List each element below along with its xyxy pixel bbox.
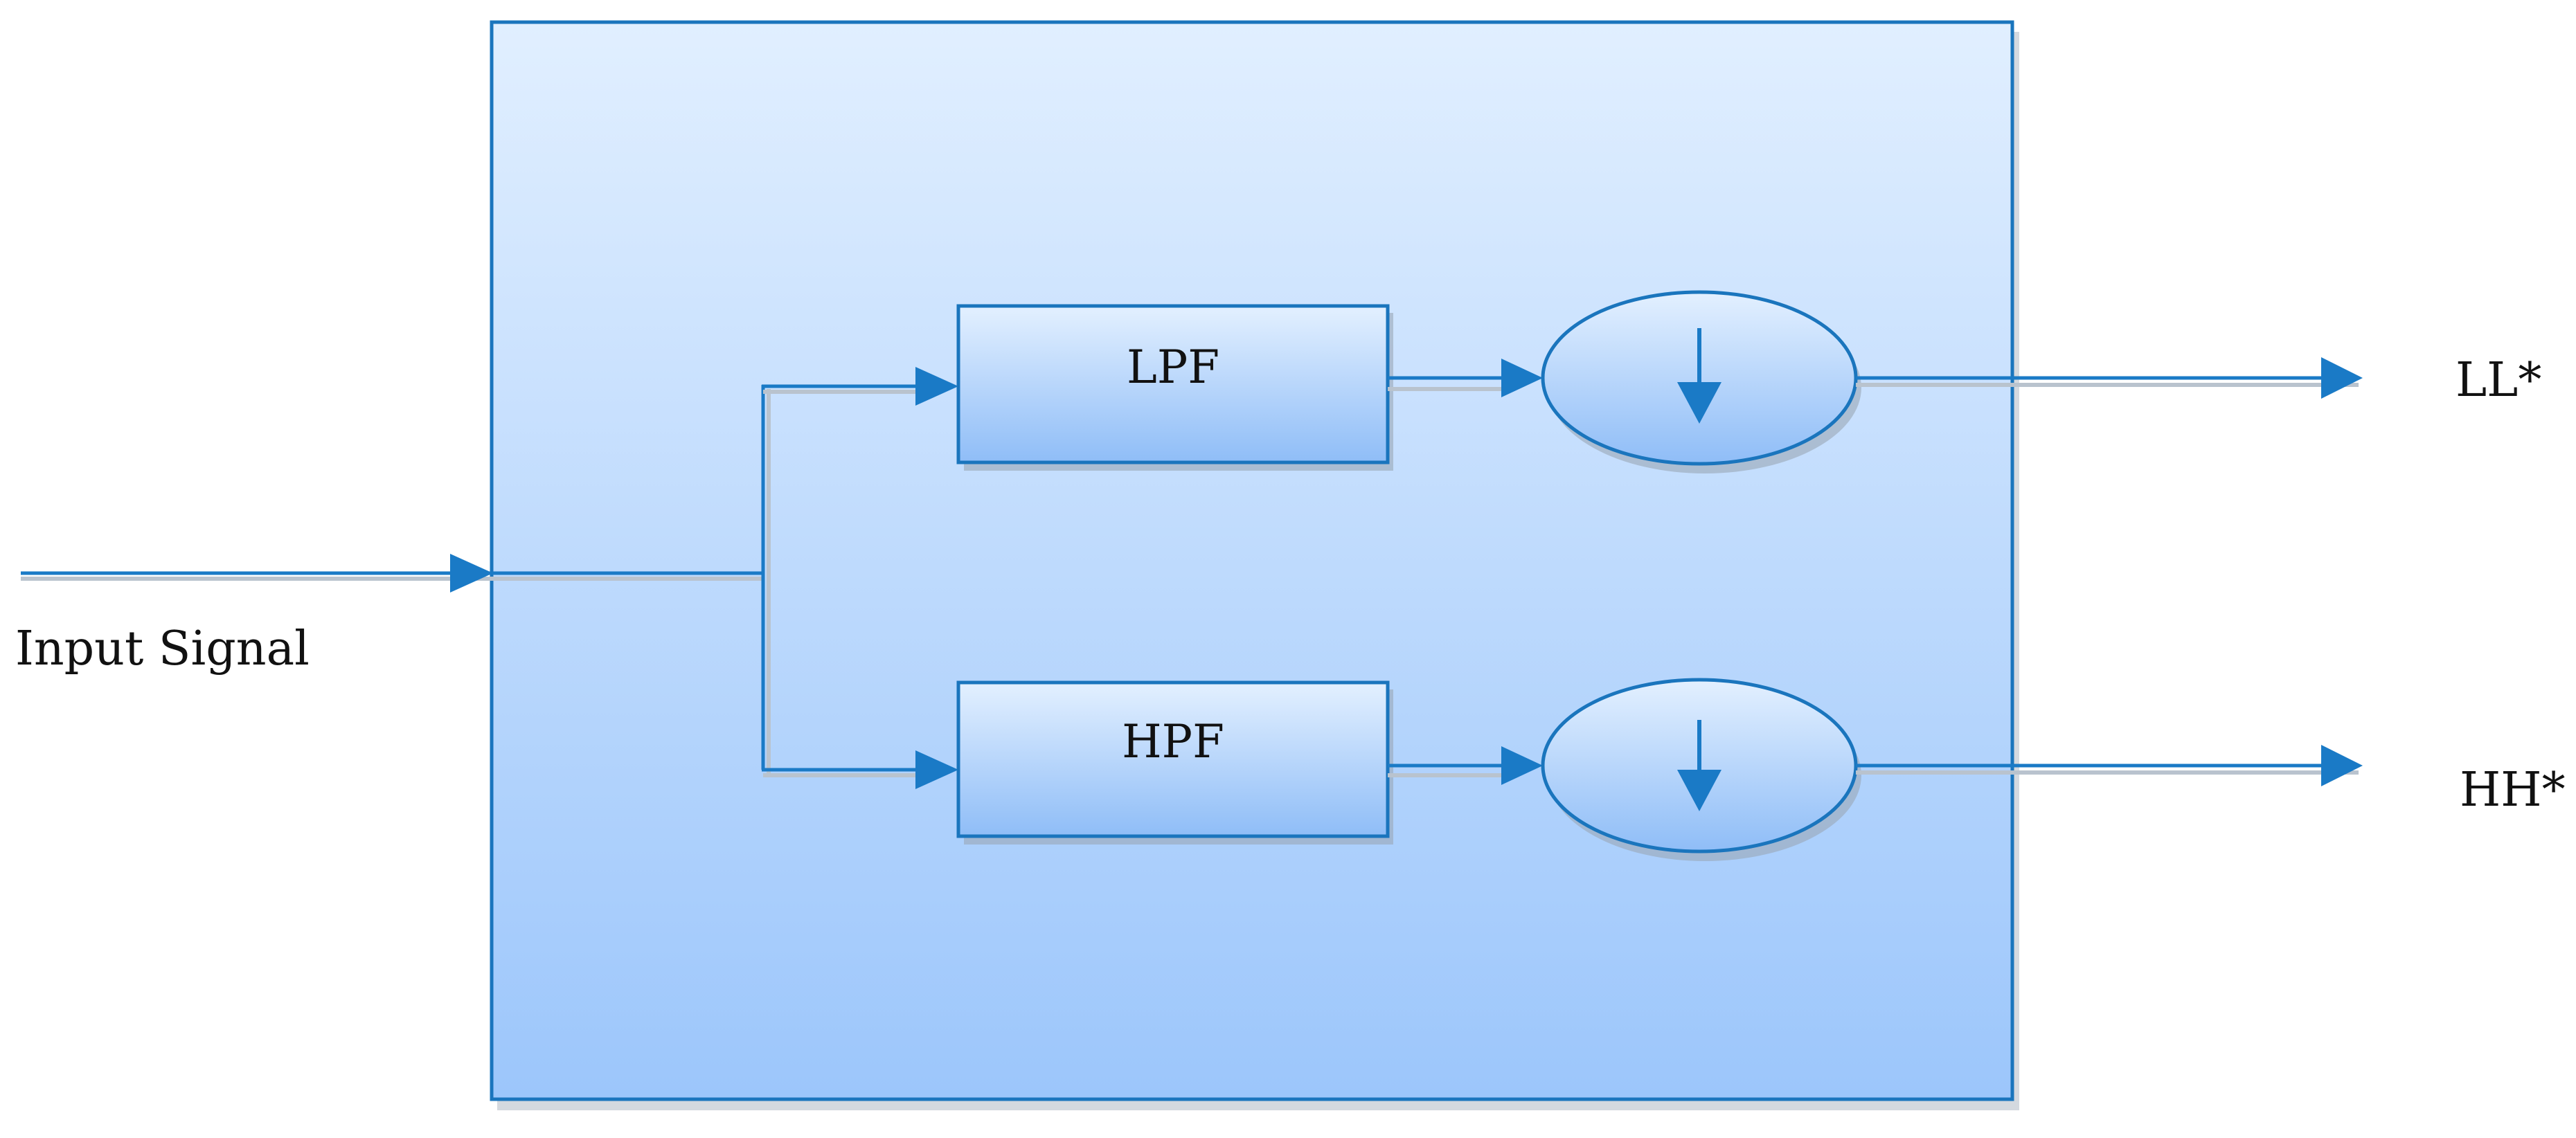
transform-container <box>490 20 2014 1101</box>
lpf-input-arrowhead <box>915 367 958 406</box>
lpf-output-arrowhead <box>1501 359 1543 397</box>
hpf-label: HPF <box>1122 715 1224 768</box>
hpf-output-arrowhead <box>1501 746 1543 785</box>
input-connector <box>21 554 763 593</box>
hpf-input-connector <box>762 750 958 789</box>
input-arrowhead <box>450 554 493 593</box>
ll-output-connector <box>1856 357 2363 399</box>
hpf-block: HPF <box>956 680 1393 845</box>
branch-connector <box>761 385 771 775</box>
hh-output-arrowhead <box>2321 745 2363 786</box>
lpf-input-connector <box>762 367 958 406</box>
ll-output-arrowhead <box>2321 357 2363 399</box>
ll-output-label: LL* <box>2456 353 2541 408</box>
lpf-label: LPF <box>1127 341 1219 394</box>
hpf-input-arrowhead <box>915 750 958 789</box>
hh-output-label: HH* <box>2460 763 2566 818</box>
downsample-arrow-icon <box>1677 770 1721 811</box>
lpf-output-connector <box>1388 359 1543 397</box>
lpf-block: LPF <box>956 304 1393 471</box>
downsampler-top <box>1541 290 1861 473</box>
input-signal-label: Input Signal <box>15 622 310 676</box>
downsampler-bottom <box>1541 678 1861 861</box>
hpf-output-connector <box>1388 746 1543 785</box>
downsample-arrow-icon <box>1677 382 1721 424</box>
hh-output-connector <box>1856 745 2363 786</box>
